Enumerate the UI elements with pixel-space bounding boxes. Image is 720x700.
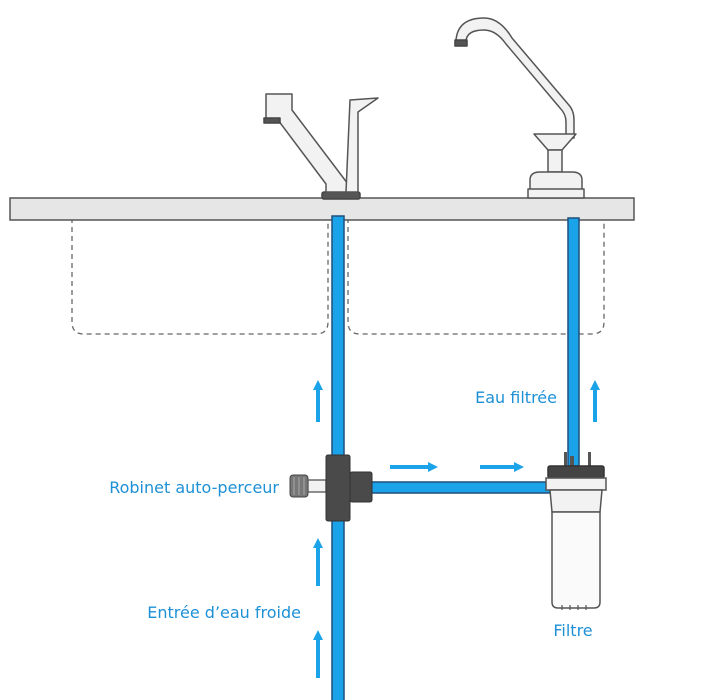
filter-cartridge-icon: [545, 452, 607, 610]
supply-pipe-to-filter: [369, 481, 551, 494]
label-filtered: Eau filtrée: [475, 388, 557, 407]
sink-basins: [71, 218, 605, 335]
label-tap: Robinet auto-perceur: [109, 478, 279, 497]
tee-valve-icon: [289, 454, 373, 522]
flow-arrow-icon: [480, 462, 524, 472]
filter-faucet-icon: [454, 17, 585, 199]
flow-arrow-icon: [590, 380, 600, 422]
flow-arrow-icon: [390, 462, 438, 472]
flow-arrow-icon: [313, 380, 323, 422]
countertop: [9, 197, 635, 221]
kitchen-faucet-icon: [263, 93, 379, 200]
label-inlet: Entrée d’eau froide: [147, 603, 301, 622]
flow-arrow-icon: [313, 538, 323, 586]
flow-arrows: [313, 380, 600, 678]
sink-basin-right: [347, 218, 605, 335]
filtered-water-pipe: [567, 217, 580, 467]
label-filter: Filtre: [553, 621, 592, 640]
sink-basin-left: [71, 218, 329, 335]
flow-arrow-icon: [313, 630, 323, 678]
